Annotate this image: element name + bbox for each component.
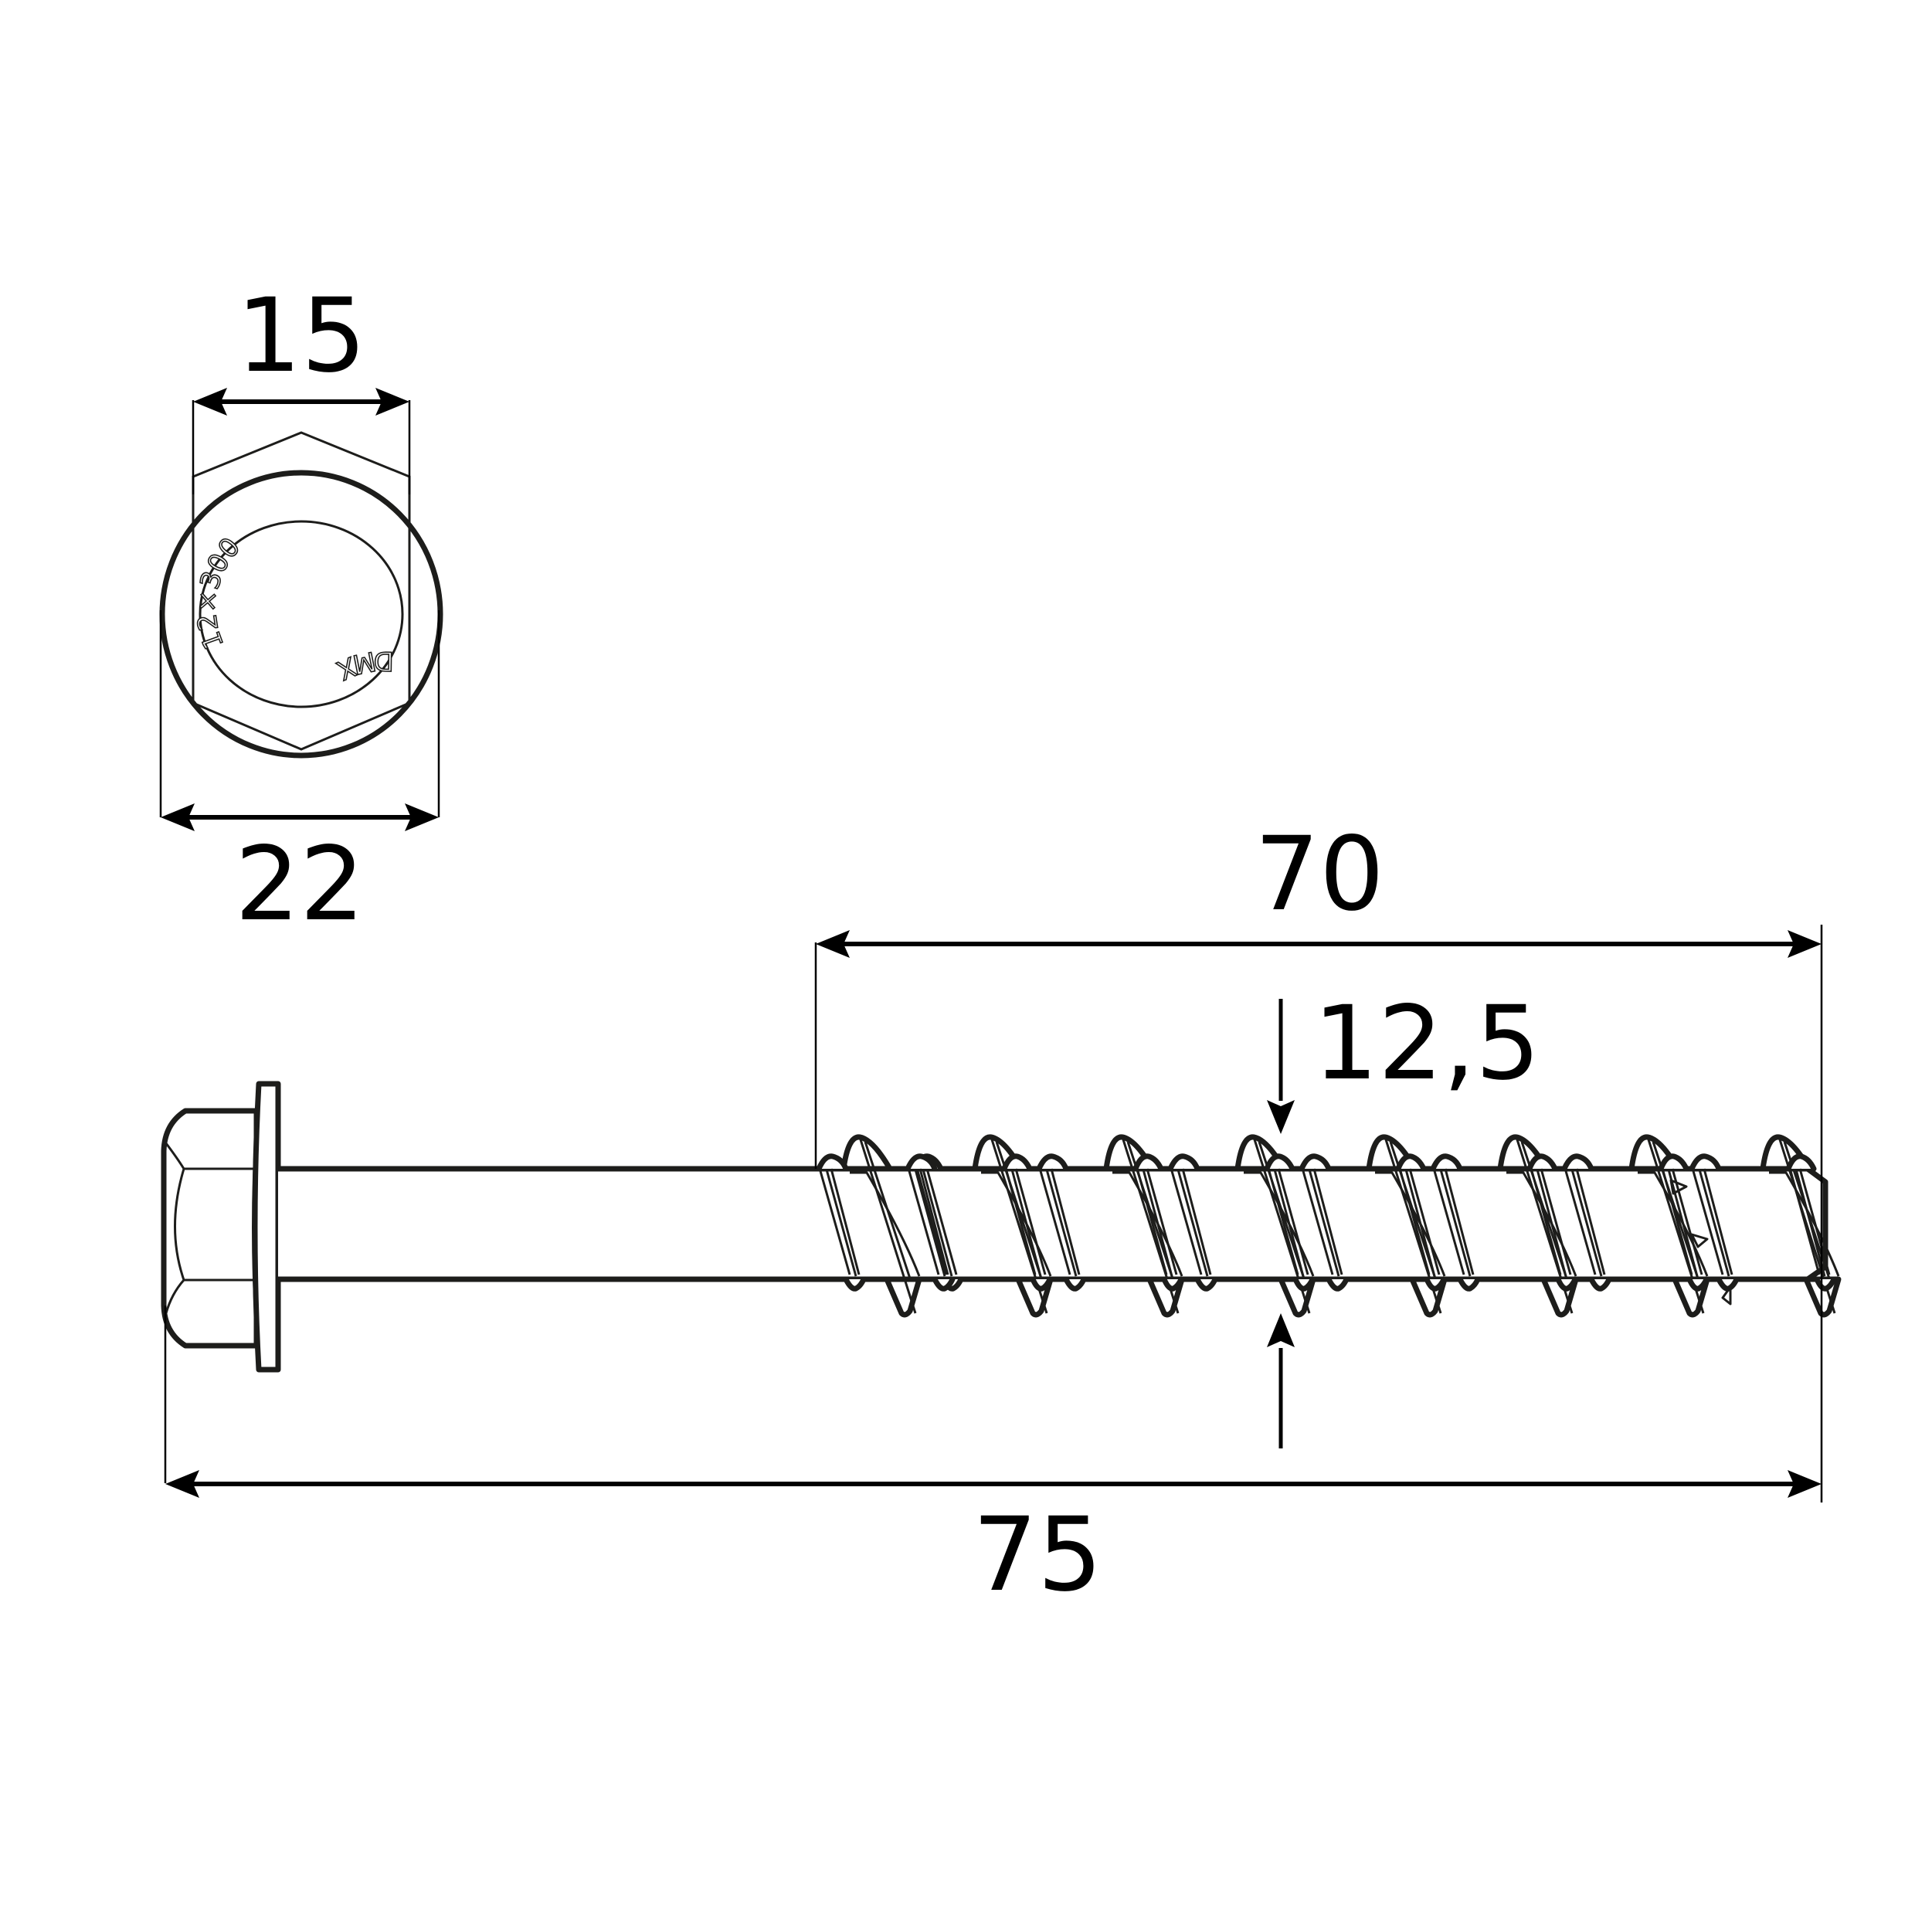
- cutting-tooth: [1721, 1285, 1732, 1306]
- side-view: 70 12,5 75: [161, 815, 1839, 1615]
- arrow-right-icon: [405, 803, 439, 831]
- arrow-down-icon: [1267, 1100, 1295, 1134]
- flange-outline: [159, 470, 443, 759]
- arrow-up-icon: [1267, 1313, 1295, 1347]
- hex-outline: [192, 431, 411, 751]
- dim-label-75: 75: [973, 1496, 1102, 1615]
- arrow-right-icon: [1788, 1470, 1822, 1498]
- head-end-view: 12×300 DMX 15 22: [159, 277, 443, 944]
- dim-label-70: 70: [1255, 815, 1384, 934]
- dim-label-22: 22: [235, 825, 365, 944]
- head-marking-size: 12×300: [192, 531, 246, 653]
- hex-facet-lines: [165, 1143, 255, 1314]
- arrow-left-icon: [161, 803, 195, 831]
- cutting-tooth: [1690, 1233, 1709, 1248]
- arrow-left-icon: [193, 388, 227, 416]
- flange-curve: [252, 1088, 260, 1367]
- flange-side: [252, 1081, 281, 1373]
- arrow-left-icon: [165, 1470, 199, 1498]
- thread-flights: [816, 1137, 1839, 1315]
- hex-head-side: [161, 1108, 260, 1349]
- arrow-right-icon: [375, 388, 409, 416]
- head-top-circle: [199, 520, 404, 708]
- dim-label-15: 15: [236, 277, 366, 396]
- dim-label-12-5: 12,5: [1313, 984, 1540, 1103]
- head-marking-brand: DMX: [332, 645, 394, 686]
- shank: [278, 1169, 819, 1279]
- arrow-right-icon: [1788, 930, 1822, 958]
- cutting-tooth: [1669, 1179, 1688, 1195]
- arrow-left-icon: [816, 930, 850, 958]
